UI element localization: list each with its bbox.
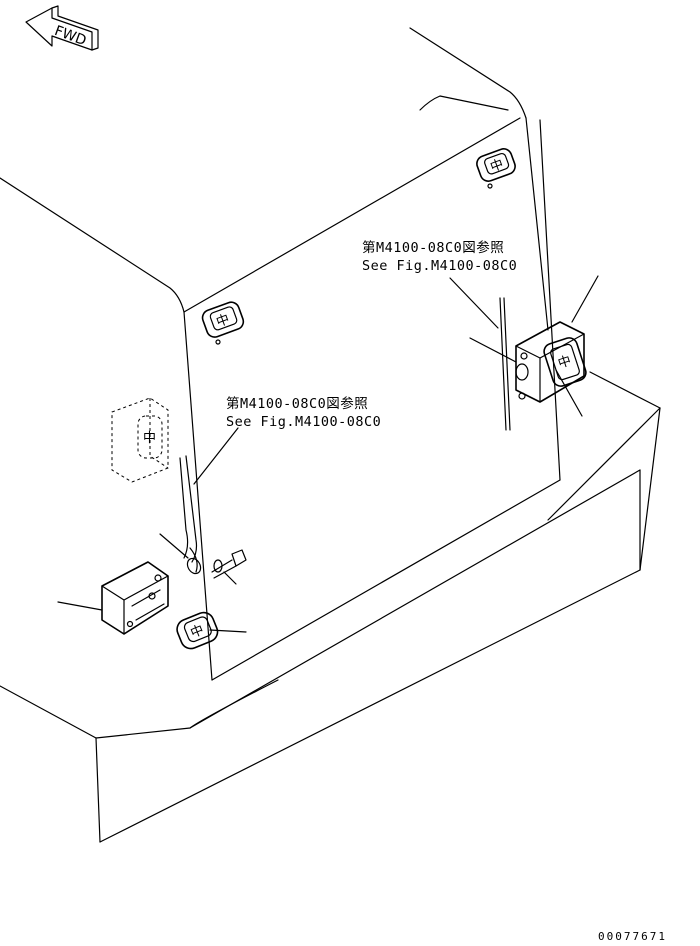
fwd-label: FWD [52,23,88,49]
left-lamp-bracket [101,561,169,635]
left-harness [179,455,198,573]
upper-left-lamp: 中 [201,301,245,345]
bolt-assembly [186,549,247,579]
right-lamp-bracket: 中 [499,297,587,431]
leader-lines [57,275,599,633]
drawing-id: 00077671 [598,930,667,943]
lamp-symbol: 中 [214,312,231,331]
cab-body-outline [0,27,561,681]
callout-lower: 第M4100-08C0図参照 See Fig.M4100-08C0 [226,395,381,430]
lamp-symbol: 中 [189,623,207,642]
fwd-arrow-icon: FWD [25,5,99,51]
callout-upper: 第M4100-08C0図参照 See Fig.M4100-08C0 [362,239,517,274]
callout-upper-line1: 第M4100-08C0図参照 [362,239,504,256]
callout-lower-line2: See Fig.M4100-08C0 [226,414,381,430]
lamp-symbol: 中 [143,431,156,446]
lower-left-lamp: 中 [176,611,219,650]
callout-upper-line2: See Fig.M4100-08C0 [362,258,517,274]
callout-lower-line1: 第M4100-08C0図参照 [226,395,368,412]
lamp-symbol: 中 [488,157,505,176]
hidden-left-lamp: 中 [111,397,169,483]
top-right-lamp: 中 [476,148,516,189]
counterweight-outline [0,371,661,843]
lamp-symbol: 中 [556,353,573,371]
